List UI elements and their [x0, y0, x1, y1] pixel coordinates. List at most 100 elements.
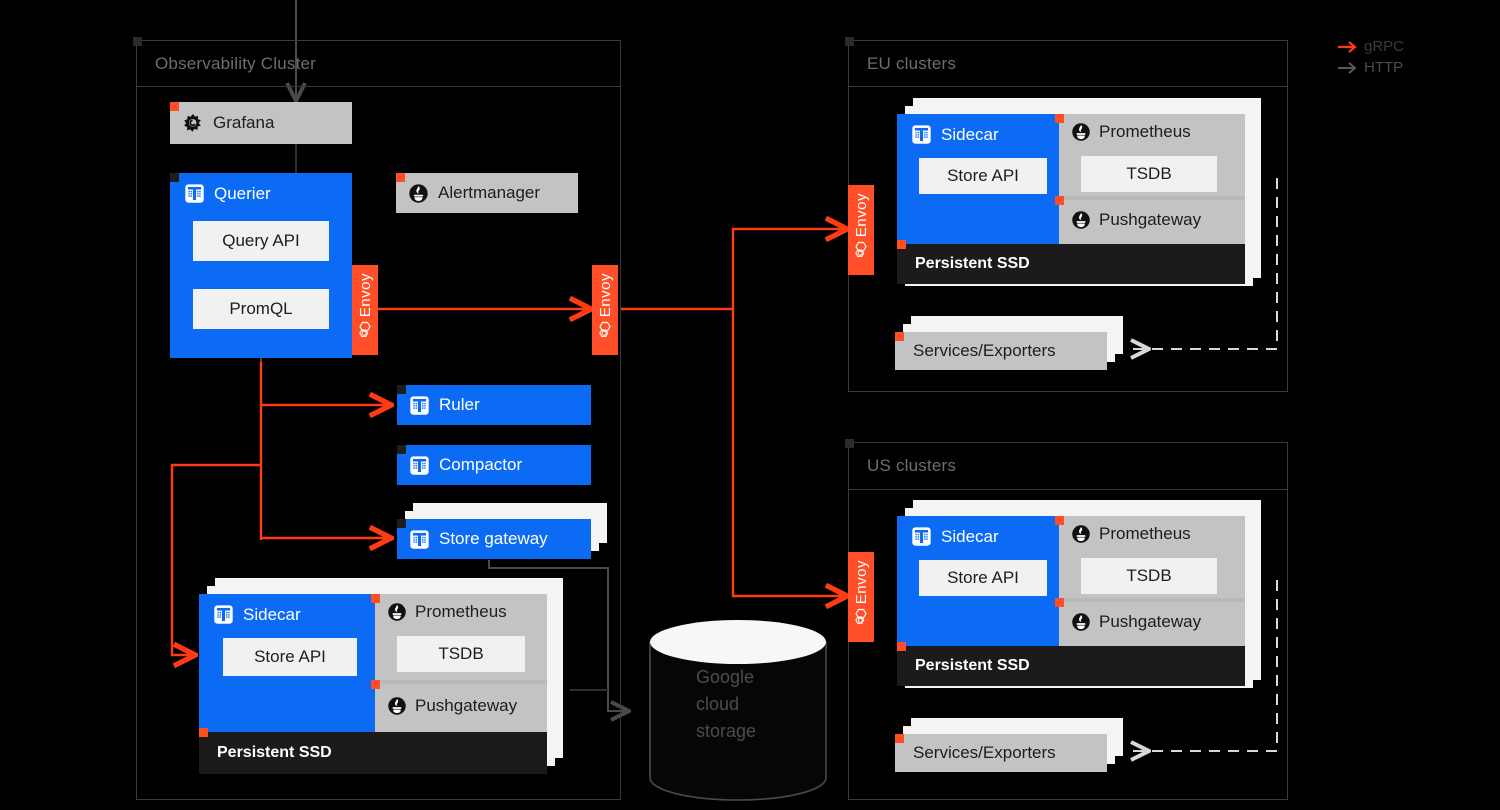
node-tick [397, 385, 406, 394]
envoy-us-badge[interactable]: Envoy [848, 552, 874, 642]
local-store-api-label: Store API [254, 647, 326, 666]
eu-pushgateway-box[interactable]: Pushgateway [1055, 196, 1245, 244]
envoy-icon [855, 609, 867, 625]
eu-sidecar-label: Sidecar [941, 124, 999, 144]
node-tick [895, 734, 904, 743]
node-tick [895, 332, 904, 341]
local-prometheus-box[interactable]: Prometheus TSDB [371, 594, 547, 680]
local-tsdb-label: TSDB [438, 644, 484, 663]
us-sidecar-group: Sidecar Store API Prometheus TSDB [897, 516, 1245, 686]
eu-cluster-header: EU clusters [849, 41, 1287, 87]
node-tick [1055, 114, 1064, 123]
us-prometheus-box[interactable]: Prometheus TSDB [1055, 516, 1245, 598]
store-gateway-box[interactable]: Store gateway [397, 519, 591, 559]
thanos-icon [214, 605, 233, 624]
thanos-icon [410, 395, 429, 415]
local-persistent-ssd-label: Persistent SSD [217, 744, 332, 761]
frame-corner-dot [133, 37, 142, 46]
eu-tsdb-box[interactable]: TSDB [1081, 156, 1217, 192]
node-tick [371, 594, 380, 603]
query-api-box[interactable]: Query API [193, 221, 329, 261]
us-pushgateway-label: Pushgateway [1099, 612, 1202, 631]
gcs-line-2: cloud [696, 694, 740, 714]
prometheus-icon [388, 603, 406, 621]
node-tick [1055, 598, 1064, 607]
envoy-eu-label: Envoy [852, 193, 870, 238]
arrow-right-icon [1338, 61, 1357, 74]
us-persistent-ssd-label: Persistent SSD [915, 657, 1030, 674]
us-tsdb-box[interactable]: TSDB [1081, 558, 1217, 594]
envoy-eu-badge[interactable]: Envoy [848, 185, 874, 275]
eu-services-label: Services/Exporters [913, 341, 1056, 360]
alertmanager-box[interactable]: Alertmanager [396, 173, 578, 213]
eu-sidecar-box[interactable]: Sidecar Store API [897, 114, 1059, 244]
node-tick [397, 445, 406, 454]
envoy-edge-badge[interactable]: Envoy [592, 265, 618, 355]
envoy-querier-label: Envoy [356, 273, 374, 318]
local-pushgateway-label: Pushgateway [415, 696, 518, 715]
google-cloud-storage[interactable]: Google cloud storage [648, 620, 828, 801]
node-tick [1055, 516, 1064, 525]
eu-services-box[interactable]: Services/Exporters [895, 332, 1107, 370]
node-tick [371, 680, 380, 689]
node-tick [397, 519, 406, 528]
compactor-label: Compactor [439, 455, 523, 474]
local-store-api-box[interactable]: Store API [223, 638, 357, 676]
envoy-edge-label: Envoy [596, 273, 614, 318]
us-store-api-box[interactable]: Store API [919, 560, 1047, 596]
local-pushgateway-box[interactable]: Pushgateway [371, 680, 547, 732]
query-api-label: Query API [222, 231, 300, 250]
frame-corner-dot [845, 37, 854, 46]
ruler-box[interactable]: Ruler [397, 385, 591, 425]
compactor-box[interactable]: Compactor [397, 445, 591, 485]
node-tick [170, 173, 179, 182]
alertmanager-label: Alertmanager [438, 183, 541, 202]
node-tick [1055, 196, 1064, 205]
cylinder-icon [649, 620, 827, 801]
edge-trunk-to-us [731, 309, 845, 596]
legend: gRPC HTTP [1336, 38, 1404, 76]
legend-label-grpc: gRPC [1364, 38, 1405, 55]
grafana-box[interactable]: Grafana [170, 102, 352, 144]
envoy-querier-badge[interactable]: Envoy [352, 265, 378, 355]
eu-prometheus-box[interactable]: Prometheus TSDB [1055, 114, 1245, 196]
thanos-icon [912, 527, 931, 546]
thanos-icon [410, 529, 429, 549]
eu-persistent-ssd-bar: Persistent SSD [897, 240, 1245, 284]
us-services-label: Services/Exporters [913, 743, 1056, 762]
ruler-label: Ruler [439, 395, 480, 414]
local-tsdb-box[interactable]: TSDB [397, 636, 525, 672]
promql-box[interactable]: PromQL [193, 289, 329, 329]
us-sidecar-box[interactable]: Sidecar Store API [897, 516, 1059, 646]
eu-prometheus-label: Prometheus [1099, 122, 1191, 141]
grafana-icon [184, 113, 201, 132]
frame-corner-dot [845, 439, 854, 448]
observability-cluster-frame: Observability Cluster [133, 37, 621, 800]
querier-box[interactable]: Querier Query API PromQL [170, 173, 352, 358]
local-sidecar-box[interactable]: Sidecar Store API [199, 594, 375, 732]
us-services-box[interactable]: Services/Exporters [895, 734, 1107, 772]
eu-tsdb-label: TSDB [1126, 164, 1172, 183]
promql-label: PromQL [229, 299, 293, 318]
envoy-us-label: Envoy [852, 560, 870, 605]
eu-store-api-label: Store API [947, 166, 1019, 185]
node-tick [897, 240, 906, 249]
us-pushgateway-box[interactable]: Pushgateway [1055, 598, 1245, 646]
local-sidecar-label: Sidecar [243, 604, 301, 624]
node-tick [897, 642, 906, 651]
local-prometheus-label: Prometheus [415, 602, 507, 621]
edge-storegateway-to-gcs [488, 560, 627, 711]
edge-trunk-to-eu [731, 229, 845, 309]
thanos-icon [410, 455, 429, 475]
node-tick [396, 173, 405, 182]
prometheus-icon [1072, 211, 1090, 229]
gcs-line-3: storage [696, 721, 757, 741]
local-sidecar-group: Sidecar Store API Prometheus TSDB [199, 594, 547, 774]
grafana-label: Grafana [213, 113, 275, 132]
eu-store-api-box[interactable]: Store API [919, 158, 1047, 194]
prometheus-icon [1072, 525, 1090, 543]
us-cluster-header: US clusters [849, 443, 1287, 490]
edge-scrape-eu [1133, 178, 1278, 349]
envoy-icon [599, 322, 611, 338]
